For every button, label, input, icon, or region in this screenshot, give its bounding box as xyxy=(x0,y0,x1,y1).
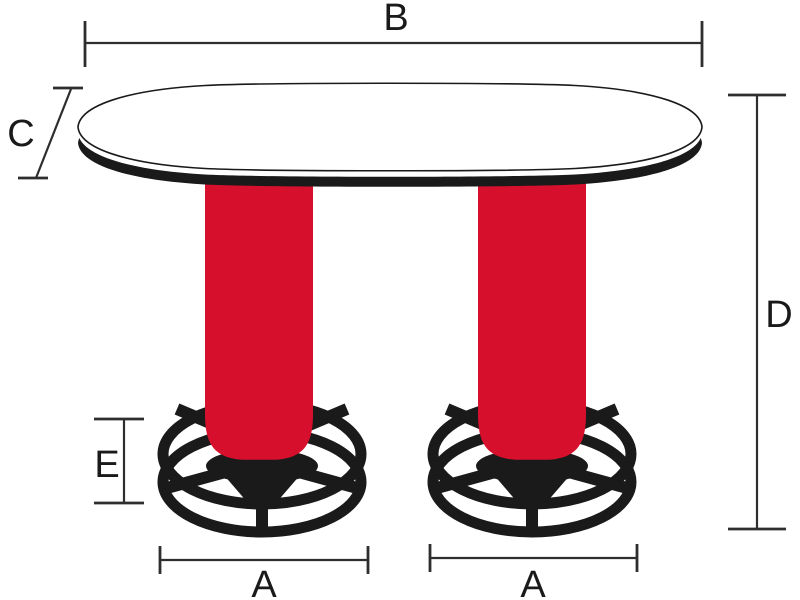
tabletop xyxy=(77,82,703,187)
dimension-base-width-a-right: A xyxy=(428,544,639,600)
pedestal-left xyxy=(205,174,313,460)
dimension-width-b: B xyxy=(83,0,704,67)
tabletop-surface xyxy=(77,82,703,172)
dimension-label-c: C xyxy=(7,113,34,155)
dimension-label-b: B xyxy=(383,0,408,39)
pedestal-right xyxy=(478,174,586,460)
dimension-base-width-a-left: A xyxy=(158,546,370,600)
dimension-label-e: E xyxy=(94,444,119,486)
dimension-height-d: D xyxy=(728,93,793,531)
dimension-label-a-right: A xyxy=(520,564,546,600)
dimension-thickness-c: C xyxy=(7,86,83,180)
dimension-base-height-e: E xyxy=(94,417,144,505)
dimension-label-a-left: A xyxy=(251,564,277,600)
dimension-label-d: D xyxy=(765,294,792,336)
